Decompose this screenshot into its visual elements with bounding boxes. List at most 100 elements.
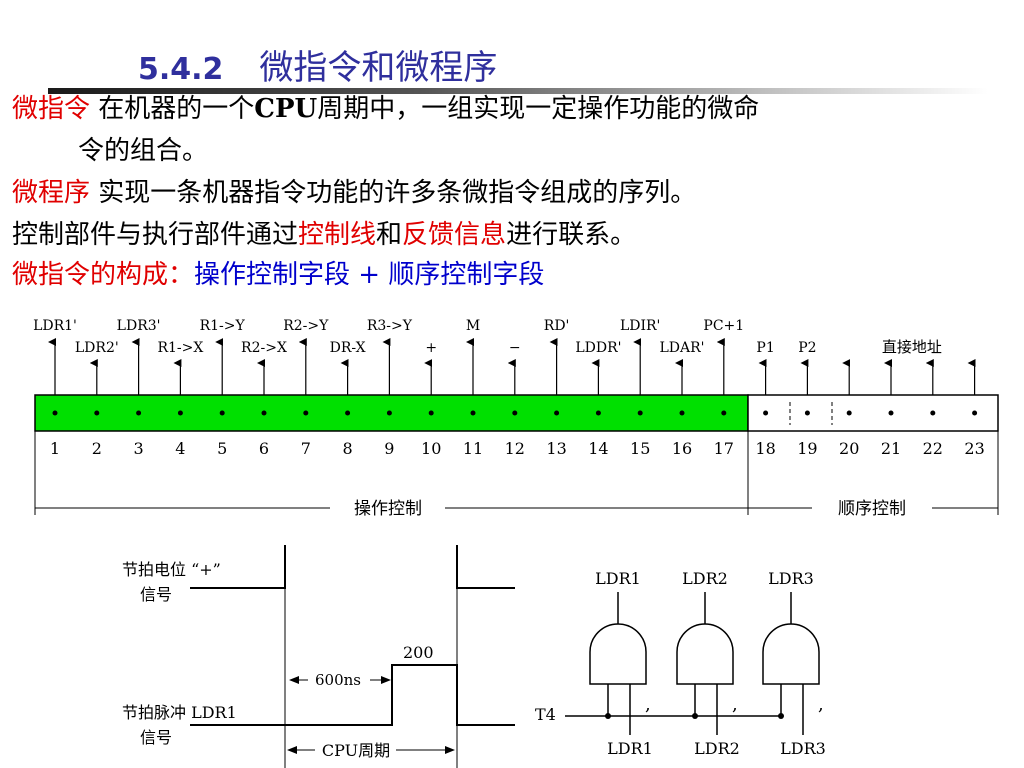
control-link-text: 控制部件与执行部件通过控制线和反馈信息进行联系。 — [12, 218, 636, 252]
bit-number-8: 8 — [343, 439, 353, 458]
gate-out-label-3: LDR3 — [768, 569, 814, 588]
top-label-4: R2->Y — [283, 318, 329, 334]
bit-number-19: 19 — [797, 439, 817, 458]
term-microprogram: 微程序 — [12, 178, 91, 208]
bit-number-14: 14 — [588, 439, 608, 458]
bit-number-10: 10 — [421, 439, 441, 458]
mid-label-1: LDR2' — [75, 340, 119, 356]
mid-label-2: R1->X — [157, 340, 203, 356]
term-control-lines: 控制线 — [298, 220, 377, 250]
gate-comma-3: , — [818, 694, 824, 715]
bit-dot-4 — [177, 410, 183, 416]
bit-number-1: 1 — [50, 439, 60, 458]
seq-field-box — [747, 394, 999, 432]
bit-dot-18 — [763, 410, 769, 416]
op-field-label: 操作控制 — [354, 499, 422, 519]
gate-in-label-3: LDR3 — [780, 739, 826, 758]
bit-number-12: 12 — [505, 439, 525, 458]
top-label-5: R3->Y — [367, 318, 413, 334]
cpu-period-label: CPU周期 — [322, 741, 390, 760]
seq-label-address: 直接地址 — [882, 338, 942, 356]
bit-dot-19 — [804, 410, 810, 416]
level-signal-right — [456, 545, 515, 589]
bit-number-13: 13 — [546, 439, 566, 458]
top-label-1: LDR1' — [33, 318, 77, 334]
bit-dot-10 — [428, 410, 434, 416]
mid-label-4: DR-X — [330, 340, 366, 356]
mid-label-6: − — [509, 340, 521, 356]
bit-dot-7 — [303, 410, 309, 416]
bit-dot-8 — [345, 410, 351, 416]
bit-dot-12 — [512, 410, 518, 416]
mid-label-7: LDDR' — [575, 340, 621, 356]
bit-dot-3 — [136, 410, 142, 416]
gate-comma-2: , — [732, 694, 738, 715]
mid-label-8: LDAR' — [659, 340, 704, 356]
seq-field-label: 顺序控制 — [838, 499, 906, 519]
bit-number-11: 11 — [463, 439, 483, 458]
and-gate-3 — [762, 623, 820, 685]
bit-dot-11 — [470, 410, 476, 416]
bit-number-3: 3 — [134, 439, 144, 458]
l3-a: 控制部件与执行部件通过 — [12, 220, 299, 250]
top-label-9: PC+1 — [703, 318, 744, 334]
bit-number-21: 21 — [881, 439, 901, 458]
bit-number-23: 23 — [964, 439, 984, 458]
bit-number-2: 2 — [92, 439, 102, 458]
def2-text: 实现一条机器指令功能的许多条微指令组成的序列。 — [90, 178, 697, 208]
signal2-label-a: 节拍脉冲 LDR1 — [122, 703, 237, 722]
top-label-2: LDR3' — [117, 318, 161, 334]
bit-number-6: 6 — [259, 439, 269, 458]
structure-fields: 操作控制字段 + 顺序控制字段 — [194, 260, 545, 290]
definition-microprogram: 微程序 实现一条机器指令功能的许多条微指令组成的序列。 — [12, 176, 696, 210]
l3-c: 进行联系。 — [506, 220, 637, 250]
l3-b: 和 — [376, 220, 403, 250]
bit-dot-2 — [94, 410, 100, 416]
bit-number-16: 16 — [672, 439, 692, 458]
bit-number-18: 18 — [755, 439, 775, 458]
title-underline — [48, 88, 988, 94]
bit-number-22: 22 — [923, 439, 943, 458]
top-label-3: R1->Y — [200, 318, 246, 334]
bit-number-5: 5 — [217, 439, 227, 458]
section-title: 微指令和微程序 — [259, 48, 498, 88]
bit-dot-17 — [721, 410, 727, 416]
and-gate-1 — [589, 623, 647, 685]
gate-out-label-2: LDR2 — [682, 569, 728, 588]
pulse-signal — [190, 664, 515, 726]
pulse-value: 200 — [403, 643, 434, 662]
bit-dot-23 — [972, 410, 978, 416]
term-feedback: 反馈信息 — [402, 220, 507, 250]
term-microinstruction: 微指令 — [12, 94, 91, 124]
gate-in-label-2: LDR2 — [694, 739, 740, 758]
mid-label-3: R2->X — [241, 340, 287, 356]
bit-number-15: 15 — [630, 439, 650, 458]
top-label-7: RD' — [544, 318, 570, 334]
gate-in-label-1: LDR1 — [607, 739, 653, 758]
and-gate-2 — [676, 623, 734, 685]
microinstruction-structure: 微指令的构成：操作控制字段 + 顺序控制字段 — [12, 258, 544, 292]
bit-dot-20 — [846, 410, 852, 416]
gate-comma-1: , — [645, 694, 651, 715]
t4-label: T4 — [535, 705, 556, 724]
definition-microinstruction: 微指令 在机器的一个CPU周期中，一组实现一定操作功能的微命 — [12, 92, 759, 126]
top-label-8: LDIR' — [620, 318, 660, 334]
definition-continuation: 令的组合。 — [78, 136, 209, 166]
signal1-label-b: 信号 — [140, 585, 172, 604]
bit-number-7: 7 — [301, 439, 311, 458]
bit-number-17: 17 — [714, 439, 734, 458]
bit-dot-5 — [219, 410, 225, 416]
bit-dot-21 — [888, 410, 894, 416]
def-text-a: 在机器的一个 — [90, 94, 255, 124]
bit-dot-13 — [554, 410, 560, 416]
section-number: 5.4.2 — [138, 52, 224, 87]
bit-dot-15 — [637, 410, 643, 416]
signal1-label-a: 节拍电位 “+” — [122, 560, 221, 579]
bit-dot-14 — [595, 410, 601, 416]
def-cpu: CPU — [254, 94, 318, 124]
bit-dot-1 — [52, 410, 58, 416]
bit-dot-16 — [679, 410, 685, 416]
structure-term: 微指令的构成： — [12, 260, 195, 290]
bit-number-9: 9 — [384, 439, 394, 458]
